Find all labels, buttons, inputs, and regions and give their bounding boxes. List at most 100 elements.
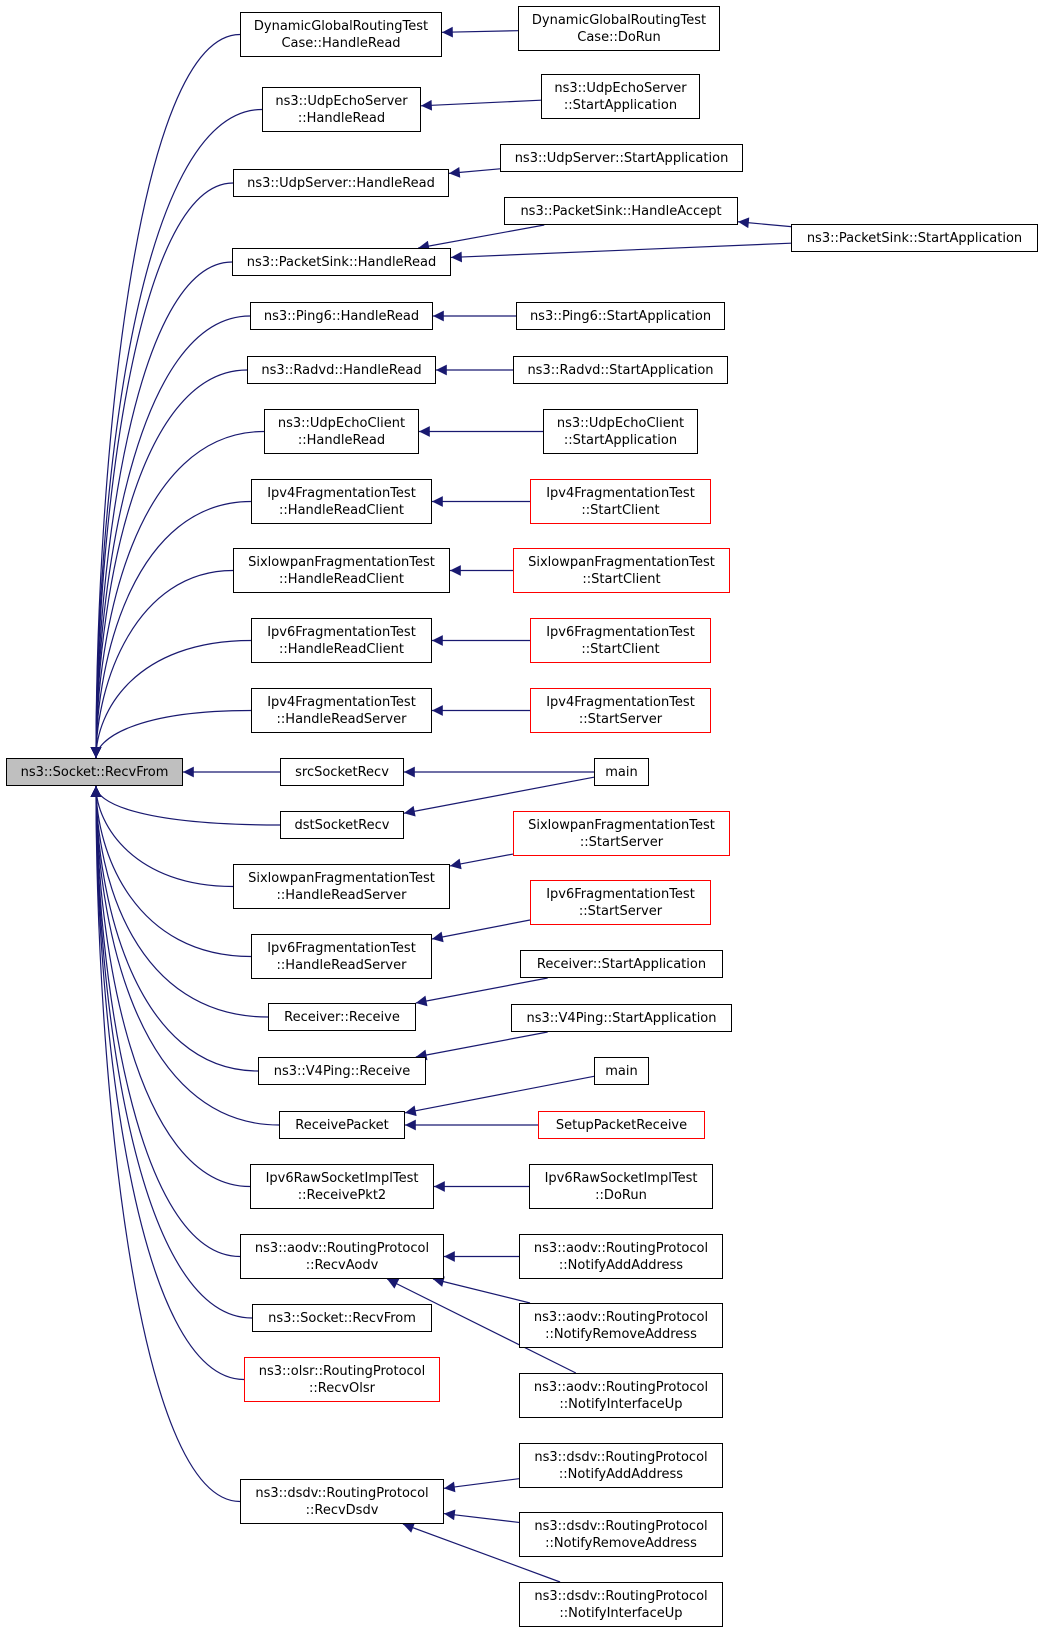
call-edge [90, 569, 234, 759]
call-edge [386, 1278, 577, 1374]
node-label-line: ::StartApplication [563, 432, 678, 448]
call-edge [443, 1509, 520, 1524]
node-label-line: ::NotifyRemoveAddress [545, 1535, 697, 1551]
node-p6-hr[interactable]: ns3::Ping6::HandleRead [250, 302, 433, 330]
call-edge [90, 785, 241, 1258]
node-us-sa[interactable]: ns3::UdpServer::StartApplication [500, 144, 743, 172]
node-v4-sa[interactable]: ns3::V4Ping::StartApplication [511, 1004, 732, 1032]
node-sx-sc[interactable]: SixlowpanFragmentationTest::StartClient [513, 548, 730, 593]
node-i6-hrs[interactable]: Ipv6FragmentationTest::HandleReadServer [251, 934, 432, 979]
node-label-line: dstSocketRecv [294, 817, 390, 833]
node-label-line: ns3::PacketSink::HandleRead [246, 254, 437, 270]
node-aodv-ra[interactable]: ns3::aodv::RoutingProtocol::RecvAodv [240, 1234, 444, 1279]
node-sock-rf[interactable]: ns3::Socket::RecvFrom [252, 1304, 432, 1332]
node-sx-hrs[interactable]: SixlowpanFragmentationTest::HandleReadSe… [233, 864, 450, 909]
node-i4-ss[interactable]: Ipv4FragmentationTest::StartServer [530, 688, 711, 733]
node-raw-rp2[interactable]: Ipv6RawSocketImplTest::ReceivePkt2 [250, 1164, 434, 1209]
node-ps-hr[interactable]: ns3::PacketSink::HandleRead [232, 248, 451, 276]
node-label-line: Ipv6RawSocketImplTest [544, 1170, 698, 1186]
node-main2[interactable]: main [594, 1057, 649, 1085]
node-dsdv-niu[interactable]: ns3::dsdv::RoutingProtocol::NotifyInterf… [519, 1582, 723, 1627]
node-dsdv-rd[interactable]: ns3::dsdv::RoutingProtocol::RecvDsdv [240, 1479, 444, 1524]
node-label-line: ns3::olsr::RoutingProtocol [258, 1363, 426, 1379]
call-edge [90, 785, 241, 1503]
call-edge [90, 785, 245, 1381]
node-raw-run[interactable]: Ipv6RawSocketImplTest::DoRun [529, 1164, 713, 1209]
node-ues-sa[interactable]: ns3::UdpEchoServer::StartApplication [541, 74, 700, 119]
node-aodv-niu[interactable]: ns3::aodv::RoutingProtocol::NotifyInterf… [519, 1373, 723, 1418]
node-label-line: DynamicGlobalRoutingTest [253, 18, 429, 34]
call-edge [90, 785, 234, 888]
node-i6-ss[interactable]: Ipv6FragmentationTest::StartServer [530, 880, 711, 925]
node-label-line: ns3::UdpEchoClient [277, 415, 406, 431]
node-olsr-ro[interactable]: ns3::olsr::RoutingProtocol::RecvOlsr [244, 1357, 440, 1402]
node-label-line: ::NotifyAddAddress [558, 1466, 684, 1482]
node-src-recv[interactable]: srcSocketRecv [280, 758, 404, 786]
node-label-line: ::HandleReadServer [276, 711, 407, 727]
node-sx-ss[interactable]: SixlowpanFragmentationTest::StartServer [513, 811, 730, 856]
call-edge [404, 1075, 595, 1117]
node-uec-hr[interactable]: ns3::UdpEchoClient::HandleRead [264, 409, 419, 454]
node-main1[interactable]: main [594, 758, 649, 786]
node-label-line: ns3::Socket::RecvFrom [268, 1310, 416, 1326]
node-sx-hrc[interactable]: SixlowpanFragmentationTest::HandleReadCl… [233, 548, 450, 593]
node-rp[interactable]: ReceivePacket [279, 1111, 405, 1139]
node-dsdv-nra[interactable]: ns3::dsdv::RoutingProtocol::NotifyRemove… [519, 1512, 723, 1557]
node-label-line: ::StartClient [581, 641, 660, 657]
node-label-line: ns3::dsdv::RoutingProtocol [534, 1588, 708, 1604]
node-aodv-nra[interactable]: ns3::aodv::RoutingProtocol::NotifyRemove… [519, 1303, 723, 1348]
node-us-hr[interactable]: ns3::UdpServer::HandleRead [233, 169, 449, 197]
call-edge [431, 919, 531, 943]
node-ues-hr[interactable]: ns3::UdpEchoServer::HandleRead [262, 87, 421, 132]
node-rcv-rcv[interactable]: Receiver::Receive [268, 1003, 416, 1031]
node-label-line: ::StartServer [578, 903, 663, 919]
node-label-line: ::HandleReadServer [276, 887, 407, 903]
node-label-line: Ipv4FragmentationTest [267, 485, 416, 501]
node-rv-sa[interactable]: ns3::Radvd::StartApplication [513, 356, 728, 384]
call-edge [90, 709, 252, 759]
node-i4-sc[interactable]: Ipv4FragmentationTest::StartClient [530, 479, 711, 524]
node-label-line: ::HandleReadServer [276, 957, 407, 973]
node-label-line: ::RecvDsdv [305, 1502, 379, 1518]
node-label-line: SixlowpanFragmentationTest [248, 554, 435, 570]
node-label-line: ns3::Ping6::StartApplication [529, 308, 712, 324]
node-label-line: ::ReceivePkt2 [297, 1187, 387, 1203]
node-i4-hrs[interactable]: Ipv4FragmentationTest::HandleReadServer [251, 688, 432, 733]
call-edge [90, 785, 281, 826]
node-i4-hrc[interactable]: Ipv4FragmentationTest::HandleReadClient [251, 479, 432, 524]
node-ps-ha[interactable]: ns3::PacketSink::HandleAccept [504, 197, 738, 225]
node-rv-hr[interactable]: ns3::Radvd::HandleRead [247, 356, 436, 384]
call-edge [415, 1031, 548, 1061]
node-ps-sa[interactable]: ns3::PacketSink::StartApplication [791, 224, 1038, 252]
node-sprcv[interactable]: SetupPacketReceive [538, 1111, 705, 1139]
node-label-line: ::HandleReadClient [279, 502, 404, 518]
node-uec-sa[interactable]: ns3::UdpEchoClient::StartApplication [543, 409, 698, 454]
node-label-line: Case::DoRun [577, 29, 661, 45]
node-label-line: ns3::V4Ping::Receive [273, 1063, 411, 1079]
call-edge [448, 167, 501, 178]
call-edge [90, 315, 251, 759]
call-edge [90, 785, 259, 1072]
node-label-line: ns3::dsdv::RoutingProtocol [534, 1449, 708, 1465]
node-label-line: Case::HandleRead [281, 35, 401, 51]
node-label-line: ns3::dsdv::RoutingProtocol [255, 1485, 429, 1501]
node-dst-recv[interactable]: dstSocketRecv [280, 811, 404, 839]
node-label-line: ns3::Radvd::HandleRead [261, 362, 422, 378]
node-p6-sa[interactable]: ns3::Ping6::StartApplication [516, 302, 725, 330]
node-i6-sc[interactable]: Ipv6FragmentationTest::StartClient [530, 618, 711, 663]
call-edge [90, 108, 263, 759]
call-edge [443, 1478, 520, 1493]
node-label-line: ::NotifyAddAddress [558, 1257, 684, 1273]
node-i6-hrc[interactable]: Ipv6FragmentationTest::HandleReadClient [251, 618, 432, 663]
node-label-line: Ipv4FragmentationTest [546, 694, 695, 710]
node-aodv-naa[interactable]: ns3::aodv::RoutingProtocol::NotifyAddAdd… [519, 1234, 723, 1279]
node-label-line: Ipv6FragmentationTest [267, 624, 416, 640]
node-label-line: Ipv6FragmentationTest [267, 940, 416, 956]
node-v4-rcv[interactable]: ns3::V4Ping::Receive [258, 1057, 426, 1085]
node-label-line: ns3::UdpServer::HandleRead [247, 175, 435, 191]
node-label-line: ::StartClient [582, 571, 661, 587]
node-rcv-sa[interactable]: Receiver::StartApplication [520, 950, 723, 978]
node-dsdv-naa[interactable]: ns3::dsdv::RoutingProtocol::NotifyAddAdd… [519, 1443, 723, 1488]
